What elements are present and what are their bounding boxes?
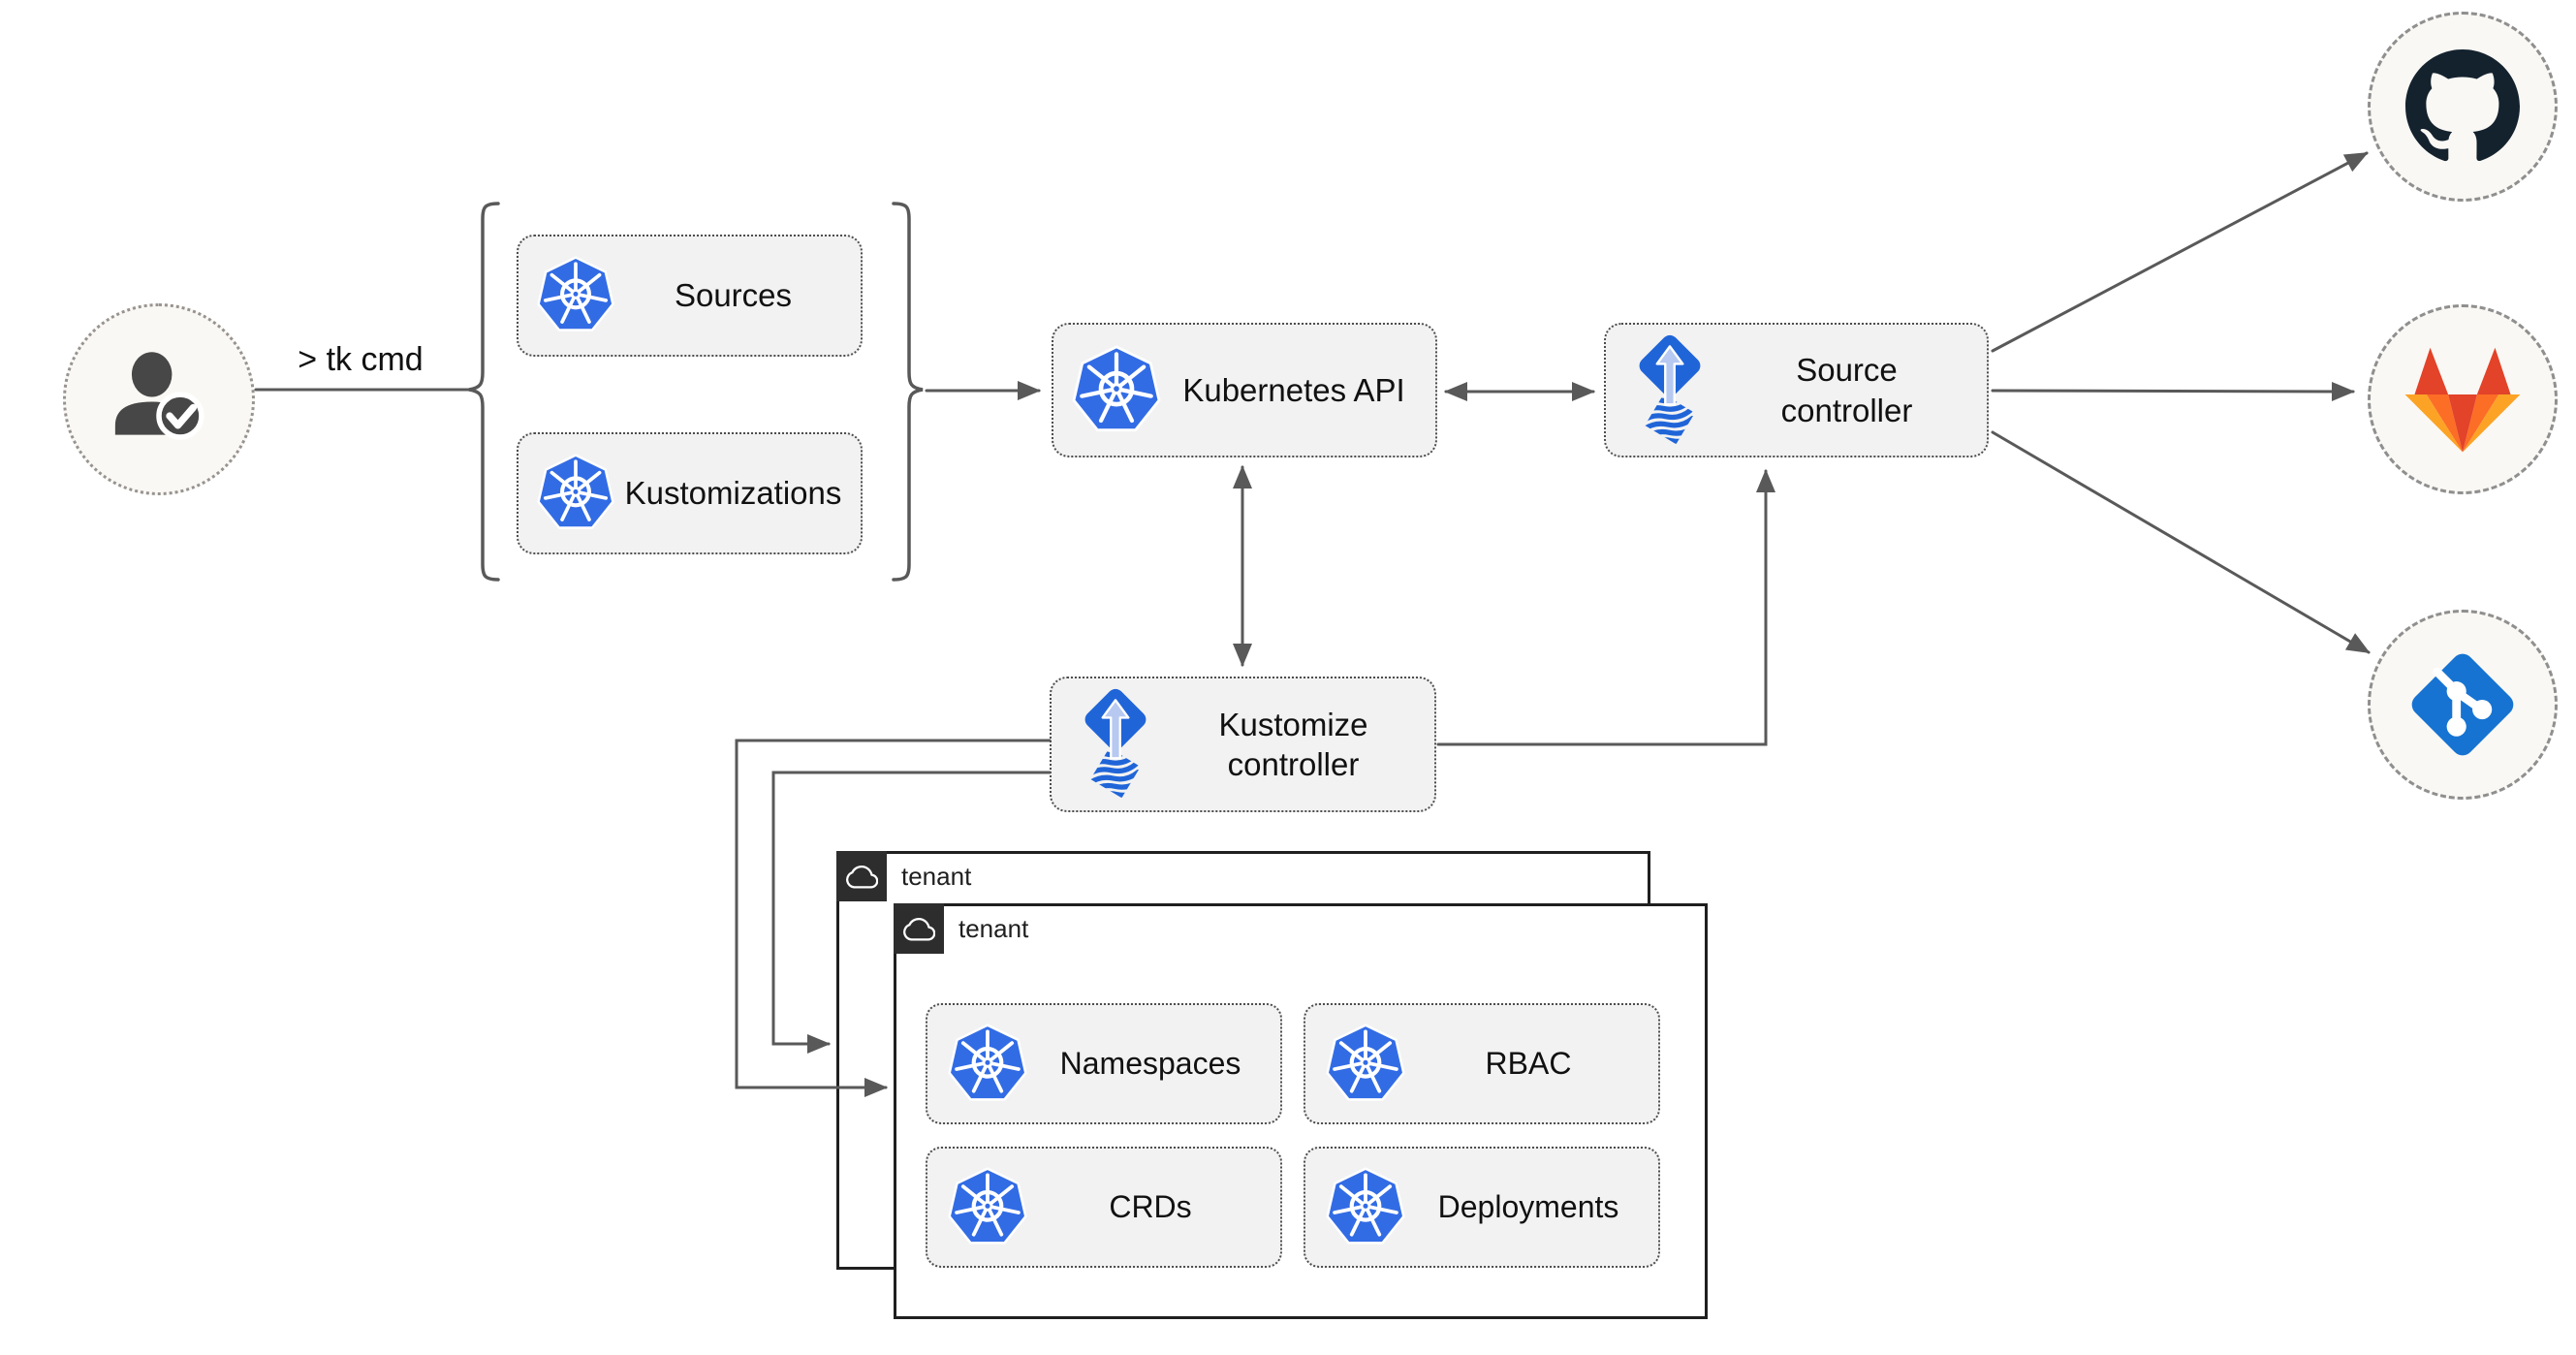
- node-label: Kubernetes API: [1182, 371, 1405, 408]
- github-icon: [2405, 49, 2520, 162]
- left-brace: [468, 202, 500, 582]
- kubernetes-icon: [1053, 344, 1162, 436]
- node-label: Source controller: [1780, 352, 1913, 428]
- node-label: Kustomize controller: [1218, 706, 1368, 782]
- node-namespaces: Namespaces: [926, 1003, 1282, 1124]
- kubernetes-icon: [927, 1023, 1028, 1105]
- kubernetes-icon: [518, 454, 615, 533]
- node-label: Deployments: [1437, 1189, 1619, 1224]
- cloud-icon: [894, 903, 944, 954]
- node-kustomize-controller: Kustomize controller: [1050, 677, 1436, 812]
- node-source-controller: Source controller: [1604, 323, 1989, 457]
- cluster-user-avatar: [63, 303, 255, 495]
- tenant-box-front: tenant Namespaces: [894, 903, 1708, 1319]
- tenant-label: tenant: [958, 914, 1029, 943]
- node-label: Kustomizations: [624, 475, 842, 512]
- flux-icon: [1606, 334, 1716, 447]
- git-icon: [2411, 653, 2514, 756]
- right-brace: [892, 202, 924, 582]
- git-remote: [2368, 610, 2558, 800]
- node-kubernetes-api: Kubernetes API: [1052, 323, 1437, 457]
- edge-sourcectrl-to-github: [1991, 151, 2369, 353]
- kubernetes-icon: [1305, 1023, 1406, 1105]
- node-label: Sources: [674, 277, 793, 314]
- github-remote: [2368, 12, 2558, 202]
- cloud-icon: [836, 851, 887, 901]
- gitlab-remote: [2368, 304, 2558, 494]
- edge-kustomize-to-sourcectrl: [1436, 469, 1775, 746]
- tenant-label: tenant: [901, 862, 972, 891]
- user-check-icon: [114, 352, 204, 440]
- flux-icon: [1052, 688, 1162, 801]
- edge-sourcectrl-to-gitlab: [1991, 381, 2355, 401]
- node-deployments: Deployments: [1304, 1147, 1660, 1268]
- kubernetes-icon: [1305, 1166, 1406, 1248]
- node-sources: Sources: [517, 235, 863, 357]
- node-rbac: RBAC: [1304, 1003, 1660, 1124]
- node-kustomizations: Kustomizations: [517, 432, 863, 554]
- tk-command-label: > tk cmd: [298, 341, 424, 378]
- node-label: CRDs: [1109, 1189, 1192, 1224]
- edge-sourcectrl-to-git: [1991, 430, 2371, 654]
- node-label: Namespaces: [1059, 1046, 1241, 1081]
- kubernetes-icon: [927, 1166, 1028, 1248]
- node-crds: CRDs: [926, 1147, 1282, 1268]
- kubernetes-icon: [518, 256, 615, 335]
- node-label: RBAC: [1485, 1046, 1572, 1081]
- gitlab-icon: [2404, 347, 2521, 453]
